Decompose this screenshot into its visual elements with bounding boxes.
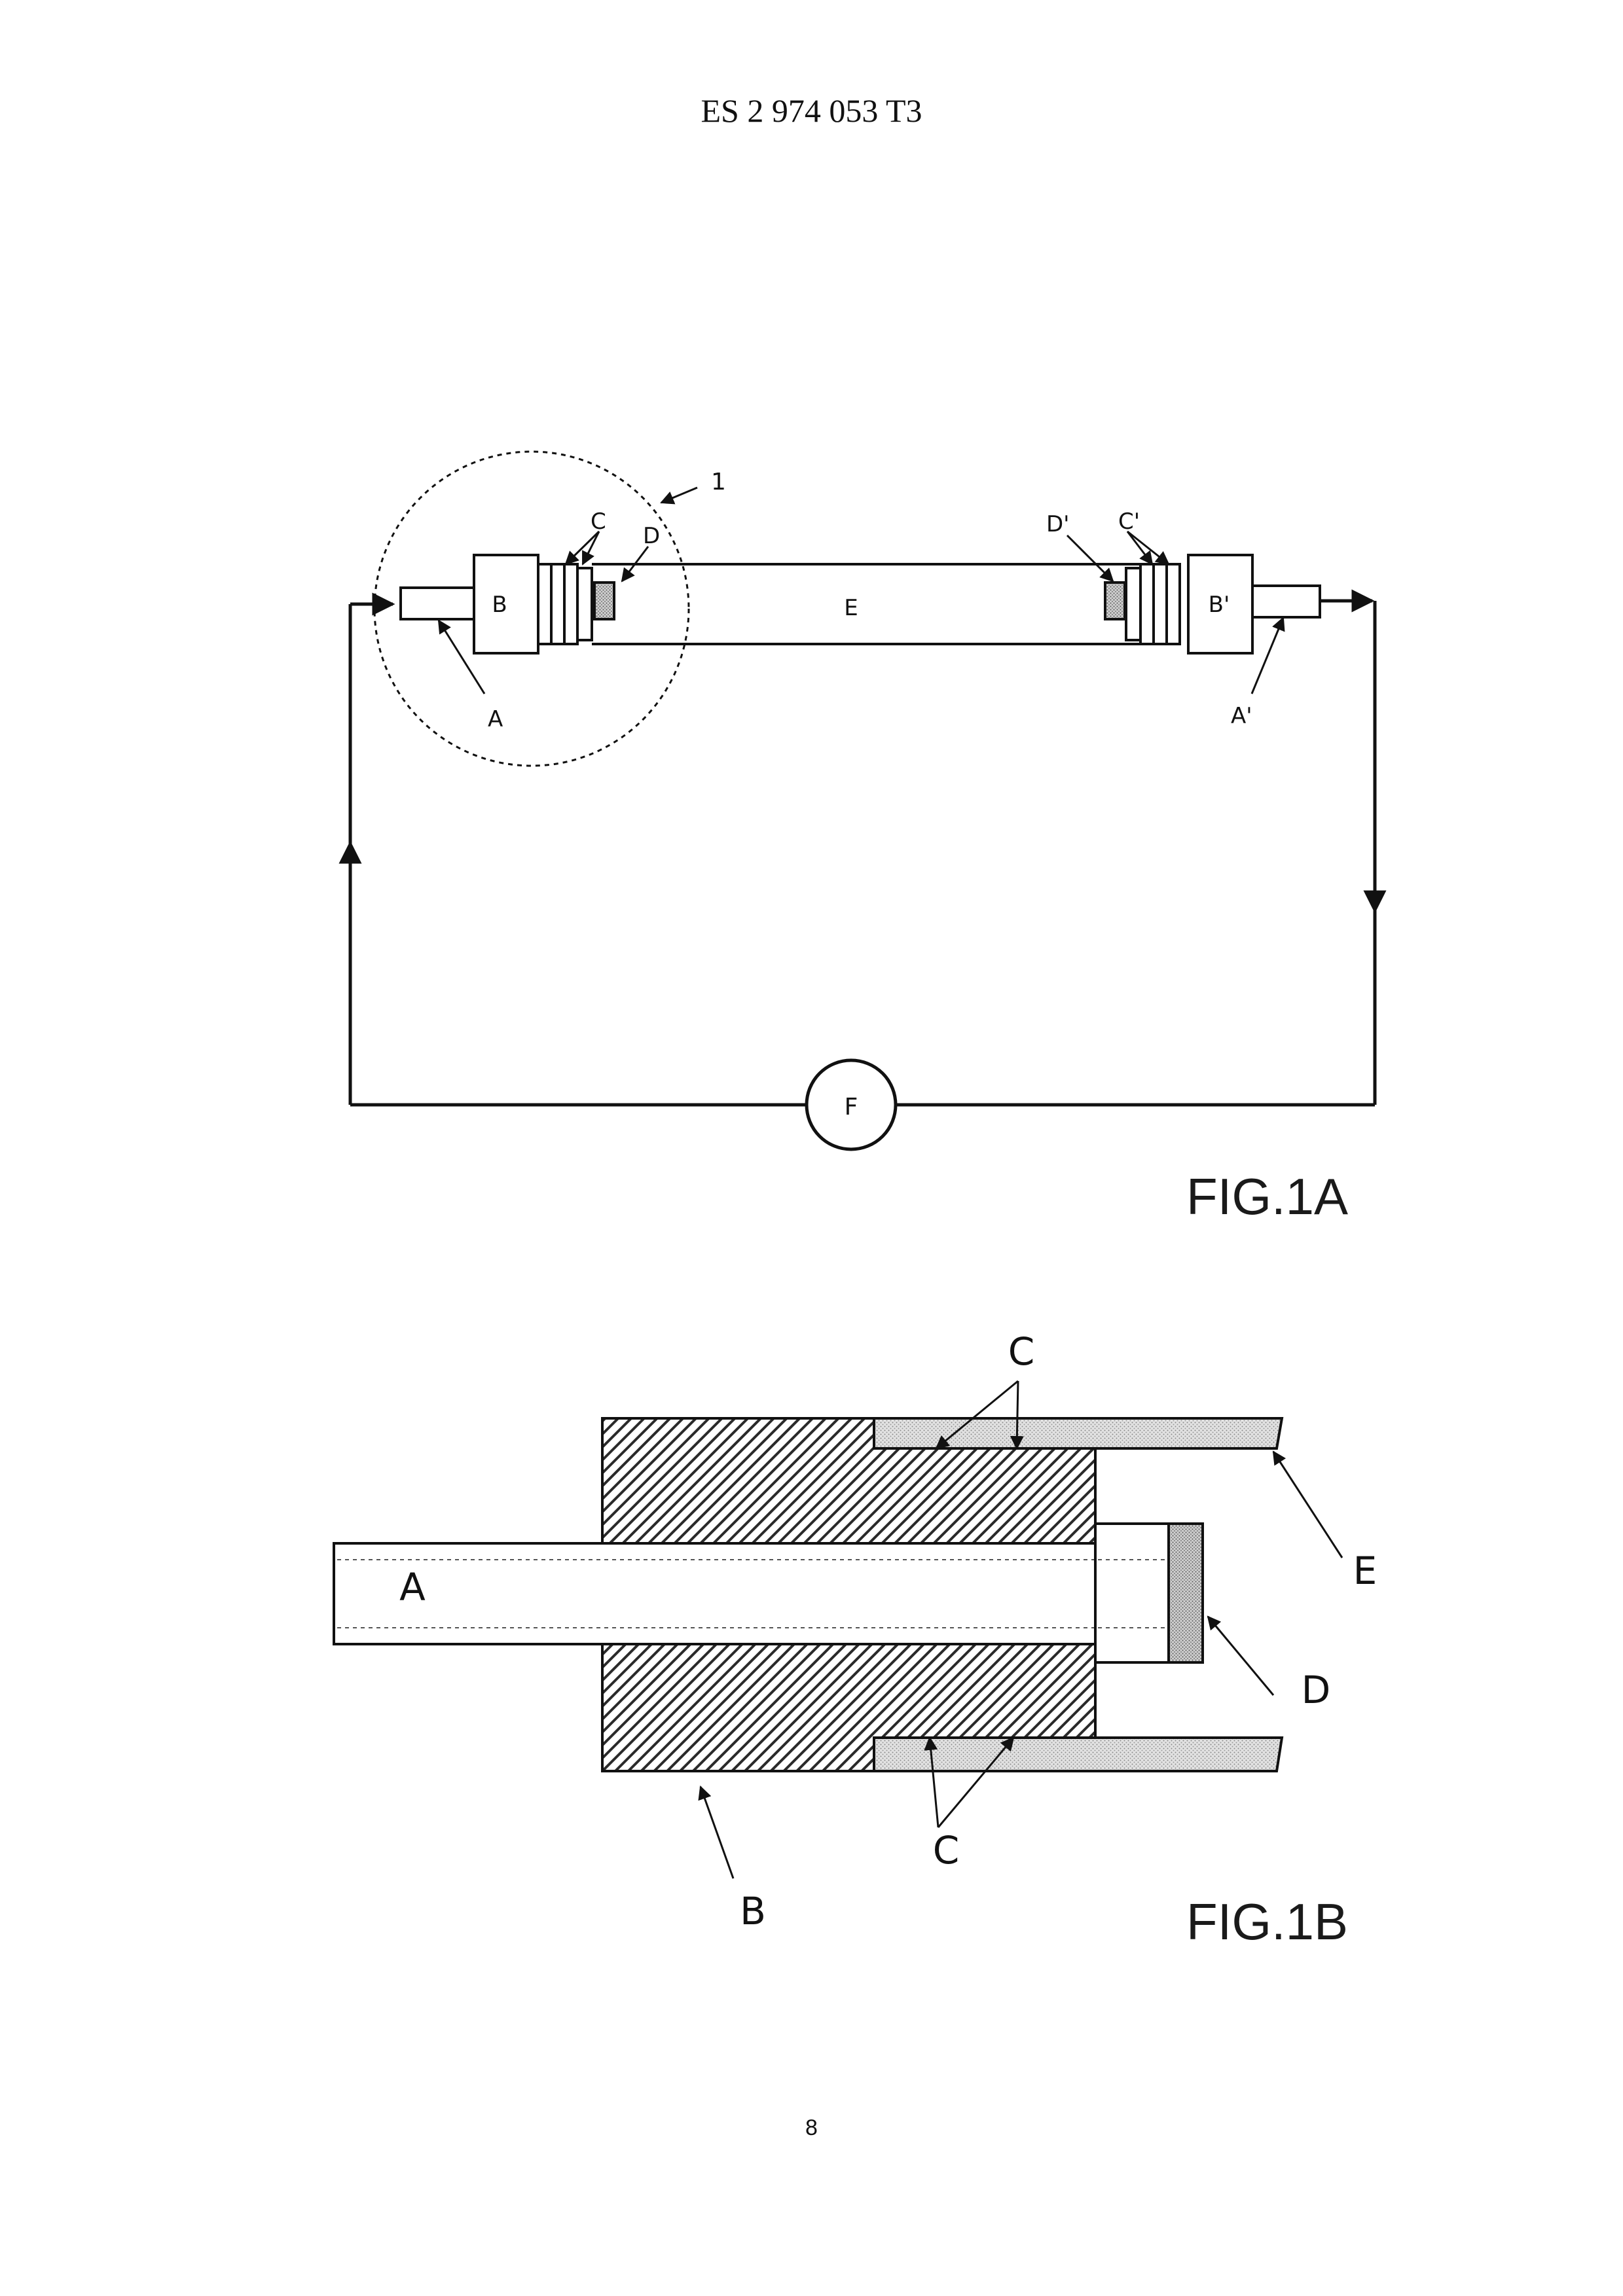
label-c: C [591,509,606,535]
ring-c-1 [538,564,551,644]
ring-c-prime-4 [1167,564,1180,644]
label-e: E [1353,1549,1377,1593]
label-d-prime: D' [1046,511,1070,537]
label-a: A [399,1565,426,1609]
label-e: E [844,595,858,621]
rod-a [334,1543,1095,1644]
label-a: A [488,706,503,732]
ring-c-2 [551,564,564,644]
fig-1b: C E D A C B FIG.1B [334,1329,1377,1950]
label-c-top: C [1008,1329,1035,1374]
label-d: D [643,523,660,549]
label-b: B [492,592,507,618]
label-b-prime: B' [1209,592,1230,618]
label-d: D [1302,1668,1331,1712]
tube-e-top-wall [874,1418,1282,1448]
ring-c-prime-3 [1154,564,1167,644]
label-f: F [845,1094,858,1121]
fig-1a-caption: FIG.1A [1186,1168,1348,1225]
label-c-prime: C' [1118,509,1140,535]
element-d [594,583,614,619]
label-b: B [740,1889,766,1933]
fig-1b-caption: FIG.1B [1186,1893,1348,1950]
ring-c-prime-2 [1140,564,1154,644]
element-d-prime [1105,583,1125,619]
fig-1a: F [350,452,1375,1225]
tube-e [592,564,1139,644]
terminal-a-prime [1252,586,1320,617]
label-c-bottom: C [933,1828,960,1873]
page-number: 8 [0,2115,1623,2141]
tube-e-bottom-wall [874,1738,1282,1771]
left-electrode-assembly [401,555,614,653]
label-1: 1 [711,469,726,495]
terminal-a [401,588,474,619]
ring-c-3 [564,564,577,644]
end-cap [1095,1524,1169,1662]
ring-c-prime-1 [1126,568,1140,640]
power-source-f: F [807,1060,896,1149]
ring-c-4 [577,568,592,640]
element-d [1169,1524,1203,1662]
label-a-prime: A' [1231,703,1252,729]
circuit-loop [350,601,1375,1105]
